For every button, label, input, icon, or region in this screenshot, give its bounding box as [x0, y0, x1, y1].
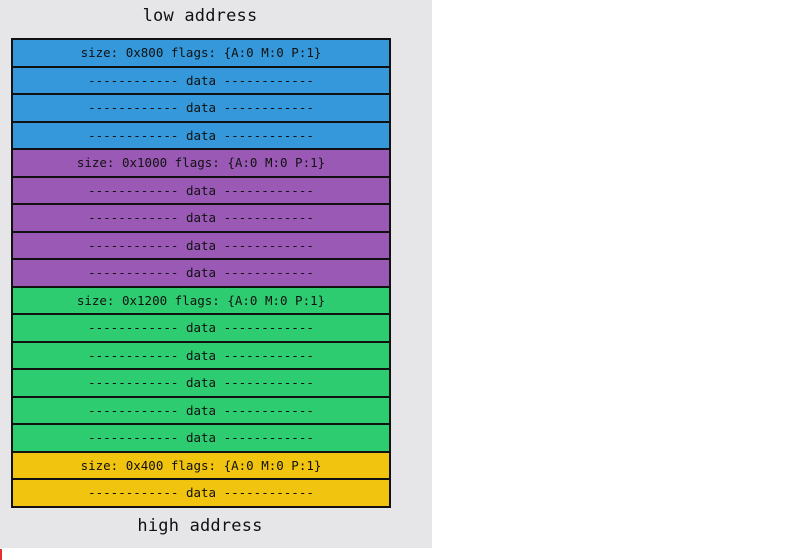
- chunk-data-row: ------------ data ------------: [13, 480, 389, 508]
- chunk-data-row: ------------ data ------------: [13, 67, 389, 95]
- chunk-data-row: ------------ data ------------: [13, 370, 389, 398]
- diagram-panel: low address size: 0x800 flags: {A:0 M:0 …: [0, 0, 432, 548]
- chunk-data-row: ------------ data ------------: [13, 315, 389, 343]
- chunk-data-row: ------------ data ------------: [13, 260, 389, 288]
- chunk-data-row: ------------ data ------------: [13, 95, 389, 123]
- chunk-data-row: ------------ data ------------: [13, 205, 389, 233]
- chunk-data-row: ------------ data ------------: [13, 122, 389, 150]
- chunk-data-row: ------------ data ------------: [13, 177, 389, 205]
- chunk-header: size: 0x1000 flags: {A:0 M:0 P:1}: [13, 150, 389, 178]
- chunk-header: size: 0x400 flags: {A:0 M:0 P:1}: [13, 452, 389, 480]
- chunk-data-row: ------------ data ------------: [13, 342, 389, 370]
- low-address-label: low address: [142, 6, 258, 26]
- heap-chunk-stack: size: 0x800 flags: {A:0 M:0 P:1}--------…: [11, 38, 391, 508]
- corner-marker: [0, 549, 2, 560]
- chunk-header: size: 0x800 flags: {A:0 M:0 P:1}: [13, 40, 389, 68]
- chunk-header: size: 0x1200 flags: {A:0 M:0 P:1}: [13, 287, 389, 315]
- high-address-label: high address: [137, 516, 263, 536]
- chunk-data-row: ------------ data ------------: [13, 232, 389, 260]
- chunk-data-row: ------------ data ------------: [13, 425, 389, 453]
- chunk-data-row: ------------ data ------------: [13, 397, 389, 425]
